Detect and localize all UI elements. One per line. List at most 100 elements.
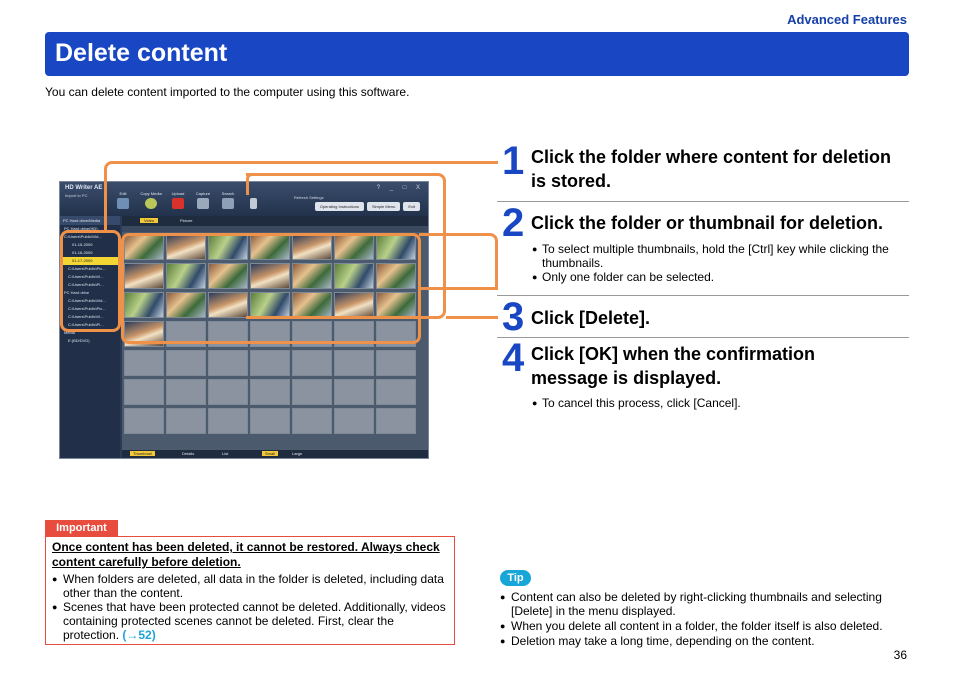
thumbnail-empty [334, 350, 374, 376]
tree-item: C:\Users\Public\Vid... [68, 298, 106, 303]
view-details: Details [182, 451, 195, 456]
tree-item: PC Hard drive [64, 290, 90, 295]
simple-menu-button: Simple Menu [366, 202, 401, 211]
thumbnail [208, 292, 248, 318]
thumbnail [166, 292, 206, 318]
thumbnail [124, 234, 164, 260]
page-title: Delete content [45, 32, 909, 76]
step-2-bullet: Only one folder can be selected. [532, 270, 902, 284]
important-bullet: When folders are deleted, all data in th… [52, 572, 447, 600]
app-toolbar: HD Writer AE Import to PC Edit Copy Medi… [60, 182, 428, 216]
tree-item: C:\Users\Public\Vid... [64, 234, 102, 239]
page-link[interactable]: (→52) [122, 628, 156, 642]
toolbar-edit: Edit [112, 191, 134, 209]
tip-bullet: Content can also be deleted by right-cli… [500, 590, 910, 618]
exit-button: Exit [403, 202, 420, 211]
important-bullet: Scenes that have been protected cannot b… [52, 600, 447, 642]
thumbnail [376, 263, 416, 289]
toolbar-search: Search [217, 191, 239, 209]
thumbnail-empty [292, 408, 332, 434]
thumbnail [208, 234, 248, 260]
tree-item: C:\Users\Public\Pi... [68, 322, 104, 327]
thumbnail-empty [292, 350, 332, 376]
trash-icon [249, 198, 257, 209]
tree-item: C:\Users\Public\Vi... [68, 274, 104, 279]
intro-text: You can delete content imported to the c… [45, 85, 410, 99]
tree-item: Media [64, 330, 75, 335]
step-3-title: Click [Delete]. [531, 308, 651, 328]
tip-bullet: When you delete all content in a folder,… [500, 619, 910, 633]
edit-icon [117, 198, 129, 209]
tree-item-selected: 01-17-2009 [60, 257, 120, 265]
tree-item: 01-16-2009 [72, 250, 93, 255]
view-thumbnail: Thumbnail [130, 451, 155, 456]
step-1-number: 1 [502, 139, 525, 183]
divider [497, 295, 909, 296]
tip-label: Tip [500, 570, 531, 586]
tree-item: C:\Users\Public\Vi... [68, 314, 104, 319]
thumbnail-empty [208, 350, 248, 376]
page-number: 36 [893, 648, 907, 662]
tree-item: E:(BD/DVD) [68, 338, 90, 343]
divider [497, 337, 909, 338]
thumbnail-empty [166, 408, 206, 434]
thumbnail [166, 263, 206, 289]
media-tabs: Video Picture [122, 216, 428, 226]
camera-icon [197, 198, 209, 209]
tree-item: C:\Users\Public\Pi... [68, 282, 104, 287]
search-icon [222, 198, 234, 209]
view-large: Large [292, 451, 303, 456]
app-buttons: Operating Instructions Simple Menu Exit [314, 202, 420, 211]
step-2-number: 2 [502, 201, 525, 245]
thumbnail [250, 263, 290, 289]
thumbnail-area: Video Picture [122, 216, 428, 456]
callout-folder-box [60, 230, 121, 332]
step-1-title: Click the folder where content for delet… [531, 147, 892, 191]
thumbnail [124, 263, 164, 289]
step-2-bullet: To select multiple thumbnails, hold the … [532, 242, 902, 270]
thumbnail-empty [250, 408, 290, 434]
thumbnail-empty [334, 408, 374, 434]
thumbnail [292, 292, 332, 318]
thumbnail [292, 234, 332, 260]
instructions-button: Operating Instructions [314, 202, 364, 211]
callout-line-3h [446, 316, 498, 319]
thumbnail [208, 263, 248, 289]
column-header [122, 226, 428, 232]
thumbnail-empty [250, 379, 290, 405]
refresh-label: Refresh Settings [294, 195, 324, 200]
toolbar-capture: Capture [192, 191, 214, 209]
important-heading: Once content has been deleted, it cannot… [52, 540, 440, 569]
thumbnail [334, 263, 374, 289]
divider [497, 201, 909, 202]
disc-icon [145, 198, 157, 209]
thumbnail-grid [124, 234, 416, 434]
important-box: Once content has been deleted, it cannot… [45, 536, 455, 645]
view-list: List [222, 451, 229, 456]
toolbar-upload: Upload [167, 191, 189, 209]
thumbnail-empty [208, 408, 248, 434]
thumbnail-empty [124, 350, 164, 376]
callout-line-2h [419, 287, 498, 290]
folder-panel: PC Hard drive/Media PC Hard drive(HD) C:… [60, 216, 120, 458]
tree-item: C:\Users\Public\Pic... [68, 266, 106, 271]
step-4-bullet: To cancel this process, click [Cancel]. [532, 396, 902, 410]
thumbnail-empty [124, 379, 164, 405]
window-controls: ? _ □ X [376, 185, 424, 191]
step-3-number: 3 [502, 295, 525, 339]
callout-line-3 [246, 173, 446, 319]
tree-item: 01-15-2009 [72, 242, 93, 247]
callout-line-1h [114, 161, 498, 164]
thumbnail [250, 292, 290, 318]
view-bar: Thumbnail Details List Small Large [122, 450, 428, 458]
app-title: HD Writer AE [65, 185, 103, 191]
thumbnail-empty [376, 350, 416, 376]
thumbnail-empty [208, 379, 248, 405]
thumbnail-empty [166, 379, 206, 405]
tab-picture: Picture [180, 218, 193, 223]
view-small: Small [262, 451, 279, 456]
tree-item: C:\Users\Public\Pic... [68, 306, 106, 311]
thumbnail [334, 292, 374, 318]
thumbnail-empty [376, 379, 416, 405]
folder-tree: PC Hard drive(HD) C:\Users\Public\Vid...… [60, 225, 120, 345]
